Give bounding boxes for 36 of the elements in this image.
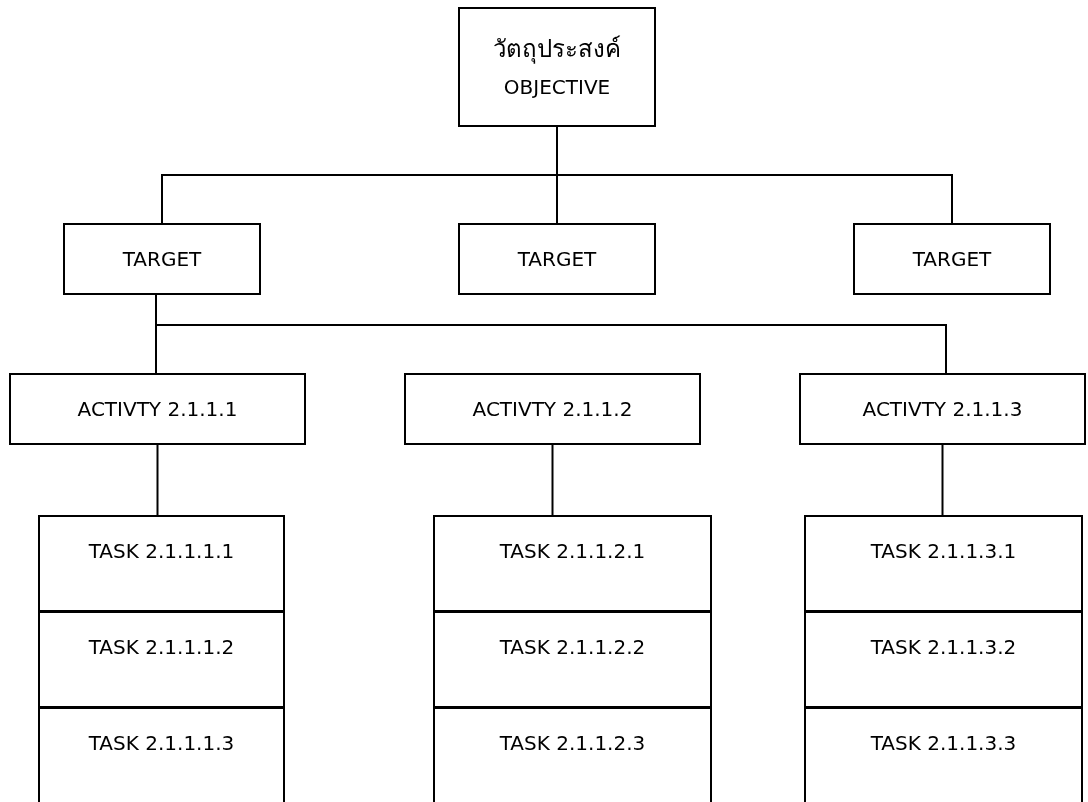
label-text: TASK 2.1.1.3.1 — [870, 539, 1017, 563]
label-text: ACTIVTY 2.1.1.2 — [472, 397, 633, 421]
label-text: TASK 2.1.1.1.1 — [88, 539, 235, 563]
task-box — [38, 515, 285, 612]
connector-line — [941, 444, 944, 516]
task-box — [38, 707, 285, 802]
task-box — [804, 707, 1083, 802]
target-box — [853, 223, 1051, 295]
connector-line — [156, 444, 159, 516]
target-box — [63, 223, 261, 295]
task-box — [433, 611, 712, 708]
label-text: TASK 2.1.1.2.3 — [499, 731, 646, 755]
label-text: OBJECTIVE — [503, 75, 611, 100]
task-box — [804, 515, 1083, 612]
label-text: TASK 2.1.1.1.3 — [88, 731, 235, 755]
label-text: TARGET — [122, 247, 202, 271]
activity-box — [9, 373, 306, 445]
label-text: TARGET — [912, 247, 992, 271]
heading-text: วัตถุประสงค์ — [493, 34, 621, 64]
label-text: TASK 2.1.1.3.2 — [870, 635, 1017, 659]
label-text: TASK 2.1.1.2.2 — [499, 635, 646, 659]
task-box — [38, 611, 285, 708]
label-text: TASK 2.1.1.2.1 — [499, 539, 646, 563]
label-text: TARGET — [517, 247, 597, 271]
objective-box — [458, 7, 656, 127]
task-box — [433, 515, 712, 612]
activity-box — [404, 373, 701, 445]
connector-line — [551, 444, 554, 516]
task-box — [804, 611, 1083, 708]
label-text: ACTIVTY 2.1.1.3 — [862, 397, 1023, 421]
label-text: TASK 2.1.1.3.3 — [870, 731, 1017, 755]
target-box — [458, 223, 656, 295]
activity-box — [799, 373, 1086, 445]
label-text: TASK 2.1.1.1.2 — [88, 635, 235, 659]
task-box — [433, 707, 712, 802]
label-text: ACTIVTY 2.1.1.1 — [77, 397, 238, 421]
